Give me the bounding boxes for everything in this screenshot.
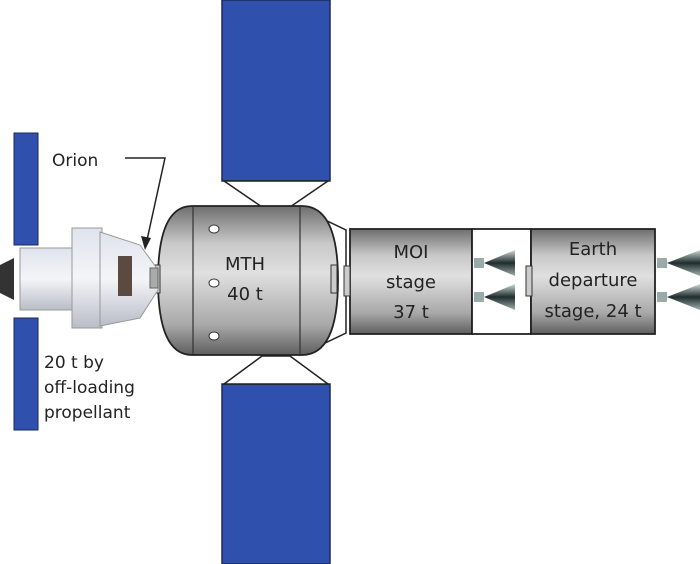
mth-window [208,224,220,234]
interstage [471,228,532,335]
eds-engines [657,250,700,310]
orion-label: Orion [52,151,98,171]
orion-note-line: propellant [44,403,131,423]
moi-stage [349,228,473,335]
earth-departure-stage [530,228,656,335]
eds-label: departure [549,270,638,291]
docking-port [525,265,533,297]
docking-port [343,265,351,297]
mth-panel-mount-top [221,180,331,208]
eds-mass: stage, 24 t [544,301,641,322]
arrowhead [141,236,151,250]
orion-solar-panel-top [13,132,39,246]
mth-solar-panel-bottom [221,383,331,564]
docking-port [330,264,338,294]
mth-window [208,278,220,288]
orion-note-line: off-loading [44,378,135,398]
mth-mass: 40 t [227,284,263,305]
mth-label: MTH [225,254,265,275]
moi-label: MOI [393,242,428,263]
orion-leader-line [125,157,166,241]
orion-solar-panel-bottom [13,317,39,431]
orion-spacecraft [0,227,159,329]
moi-mass: 37 t [393,302,429,323]
mth-window [208,331,220,341]
moi-label: stage [386,272,436,293]
mth-panel-mount-bottom [221,355,331,385]
mth-module [157,205,339,356]
eds-label: Earth [569,239,617,260]
moi-engines [474,250,515,310]
orion-note-line: 20 t by [44,353,104,373]
mth-solar-panel-top [221,0,331,182]
